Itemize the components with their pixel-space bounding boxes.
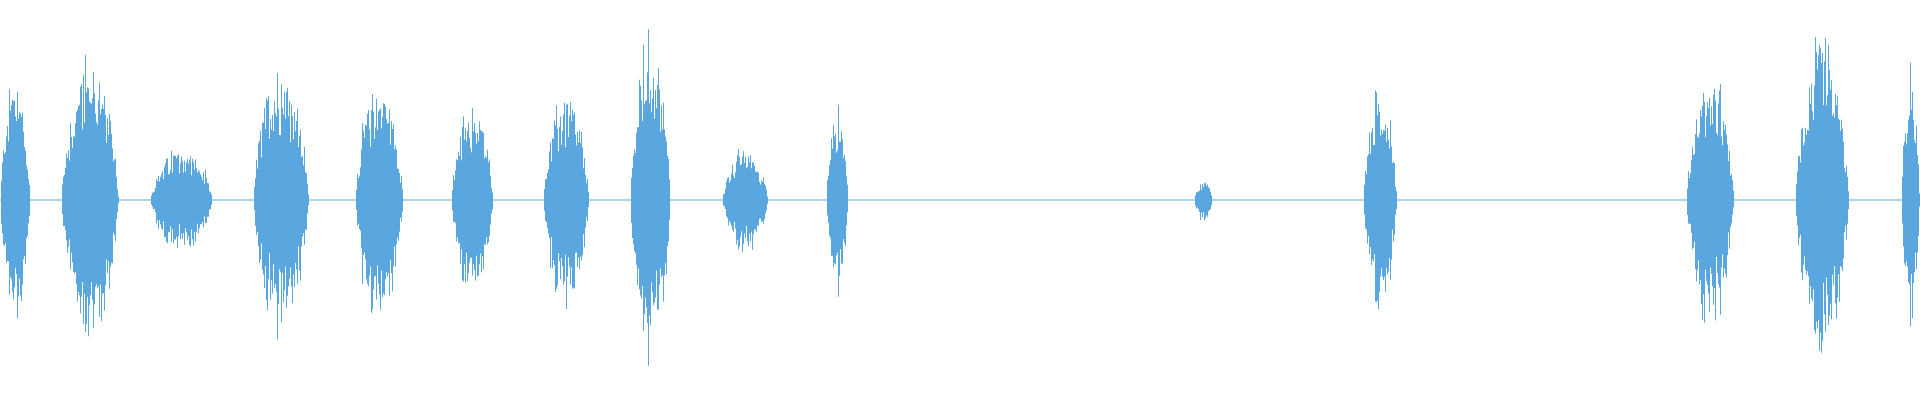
waveform-segment-path [254, 73, 309, 340]
waveform-segment-path [544, 102, 589, 309]
waveform-segment-path [151, 150, 212, 249]
waveform-segment [356, 94, 403, 313]
waveform-segment [1364, 90, 1397, 309]
waveform-segment [1902, 62, 1920, 327]
waveform-segment [452, 108, 493, 283]
waveform-segment-path [1902, 62, 1920, 327]
waveform-segment [1687, 84, 1734, 323]
waveform-segment [1796, 37, 1849, 353]
waveform-segment-path [1364, 90, 1397, 309]
waveform-segment [151, 150, 212, 249]
waveform-segment-path [827, 104, 848, 297]
waveform-bars [1, 29, 1920, 366]
waveform-segment-path [631, 29, 670, 366]
waveform-segment [1, 89, 30, 319]
waveform-segment [631, 29, 670, 366]
waveform-segment [62, 55, 119, 337]
waveform-segment-path [1796, 37, 1849, 353]
waveform-segment-path [723, 149, 768, 252]
waveform-segment [544, 102, 589, 309]
waveform-segment-path [1, 89, 30, 319]
waveform-segment-path [452, 108, 493, 283]
waveform-segment-path [1687, 84, 1734, 323]
waveform-segment [254, 73, 309, 340]
waveform-segment [827, 104, 848, 297]
waveform-segment [723, 149, 768, 252]
waveform-segment-path [1195, 182, 1213, 221]
waveform-segment [1195, 182, 1213, 221]
waveform-segment-path [356, 94, 403, 313]
waveform-segment-path [62, 55, 119, 337]
